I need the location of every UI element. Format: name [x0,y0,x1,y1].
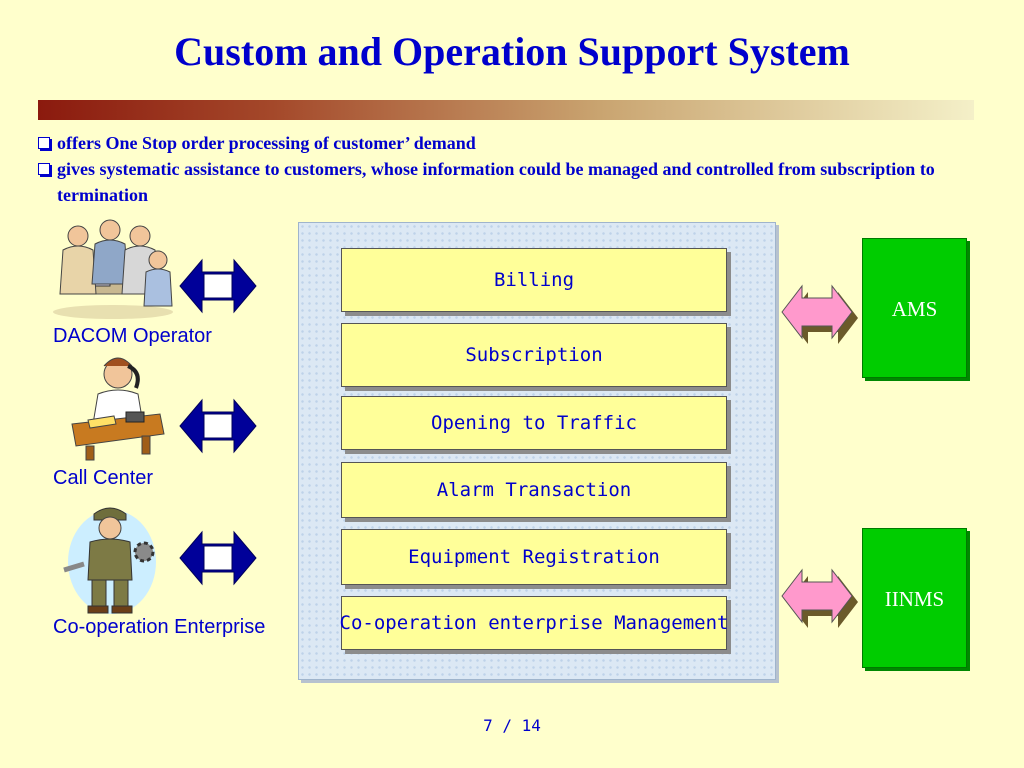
double-arrow-icon [781,568,858,628]
double-arrow-icon [781,284,858,344]
bullet-item: gives systematic assistance to customers… [37,156,997,208]
module-alarm-transaction: Alarm Transaction [341,462,727,518]
module-opening-to-traffic: Opening to Traffic [341,396,727,450]
actor-label: DACOM Operator [53,325,212,347]
page-number: 7 / 14 [483,716,541,735]
bullet-text: offers One Stop order processing of cust… [57,133,476,153]
bullet-item: offers One Stop order processing of cust… [37,130,997,156]
module-subscription: Subscription [341,323,727,387]
bullet-text: gives systematic assistance to customers… [57,159,935,205]
mechanic-worker-icon [63,507,156,614]
actor-label: Call Center [53,467,154,489]
system-iinms: IINMS [862,528,967,668]
checkbox-bullet-icon [38,137,50,149]
double-arrow-icon [179,530,257,586]
double-arrow-icon [179,258,257,314]
module-equipment-registration: Equipment Registration [341,529,727,585]
actor-label: Co-operation Enterprise [53,616,266,638]
double-arrow-icon [179,398,257,454]
title-divider [38,100,974,120]
module-billing: Billing [341,248,727,312]
module-co-operation-management: Co-operation enterprise Management [340,596,728,650]
checkbox-bullet-icon [38,163,50,175]
slide-title: Custom and Operation Support System [174,29,850,74]
meeting-people-icon [53,219,173,319]
telephone-operator-icon [71,357,165,461]
bullet-list: offers One Stop order processing of cust… [37,130,997,208]
system-ams: AMS [862,238,967,378]
